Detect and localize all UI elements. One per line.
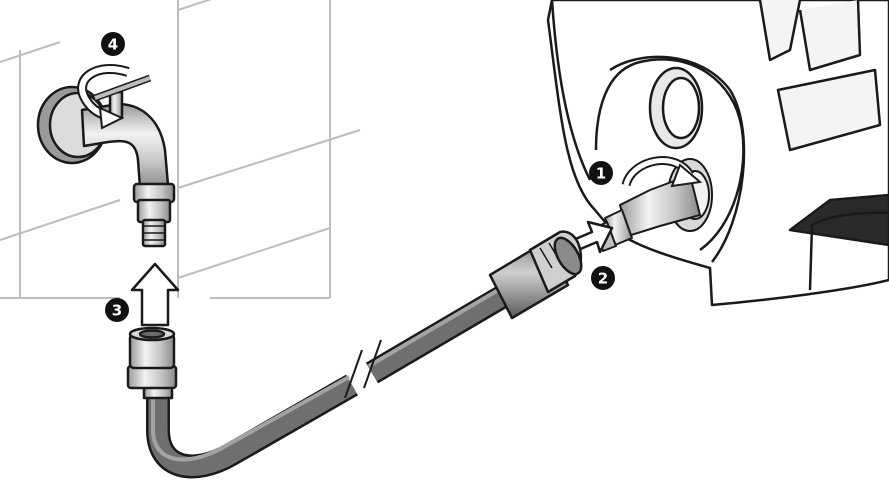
hose-coupler-tap-end <box>126 326 178 400</box>
garden-hose <box>146 284 512 479</box>
step-1-label: 1 <box>596 165 606 183</box>
rotate-inlet-arrow <box>621 156 703 188</box>
step-3-label: 3 <box>112 302 122 320</box>
step-4-label: 4 <box>108 36 118 54</box>
pressure-washer-body <box>546 0 889 307</box>
hose-coupler-washer-end <box>488 230 583 320</box>
open-tap-arrow <box>77 63 130 130</box>
wall-tile-grid <box>0 0 361 299</box>
step-2-label: 2 <box>598 270 608 288</box>
step-marker-1: 1 <box>589 161 613 185</box>
step-marker-2: 2 <box>591 266 615 290</box>
step-marker-3: 3 <box>105 298 129 322</box>
attach-to-tap-arrow <box>130 262 180 327</box>
step-marker-4: 4 <box>101 32 125 56</box>
